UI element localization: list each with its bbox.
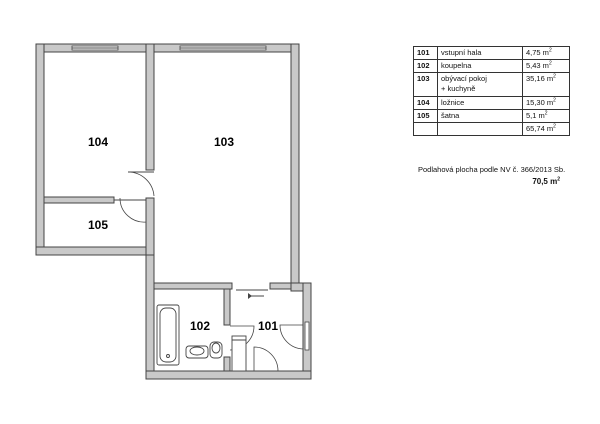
room-area: 5,43 m2 xyxy=(522,59,570,74)
floor-area-note: Podlahová plocha podle NV č. 366/2013 Sb… xyxy=(418,165,566,174)
table-row: 104 ložnice 15,30 m2 xyxy=(413,95,570,110)
room-name: ložnice xyxy=(437,95,523,110)
room-name: vstupní hala xyxy=(437,45,523,61)
table-row: 101 vstupní hala 4,75 m2 xyxy=(413,45,570,61)
room-label-102: 102 xyxy=(190,319,210,333)
room-number: 101 xyxy=(413,45,438,61)
table-row: 103 obývací pokoj+ kuchyně 35,16 m2 xyxy=(413,72,570,97)
room-label-105: 105 xyxy=(88,218,108,232)
room-area: 5,1 m2 xyxy=(522,108,570,123)
bathroom-fixtures xyxy=(156,304,247,372)
floor-area-value: 70,5 m2 xyxy=(532,176,560,186)
room-area: 4,75 m2 xyxy=(522,45,570,61)
room-number: 104 xyxy=(413,95,438,110)
total-spacer xyxy=(413,121,438,136)
room-name: šatna xyxy=(437,108,523,123)
room-label-103: 103 xyxy=(214,135,234,149)
total-area: 65,74 m2 xyxy=(522,121,570,136)
room-number: 102 xyxy=(413,59,438,74)
room-name: koupelna xyxy=(437,59,523,74)
windows xyxy=(71,45,310,351)
table-row: 102 koupelna 5,43 m2 xyxy=(413,59,570,74)
room-label-101: 101 xyxy=(258,319,278,333)
room-area: 15,30 m2 xyxy=(522,95,570,110)
room-area: 35,16 m2 xyxy=(522,72,570,97)
table-row: 105 šatna 5,1 m2 xyxy=(413,108,570,123)
room-label-104: 104 xyxy=(88,135,108,149)
total-spacer xyxy=(437,121,523,136)
room-number: 105 xyxy=(413,108,438,123)
doors xyxy=(114,171,304,372)
room-area-table: 101 vstupní hala 4,75 m2 102 koupelna 5,… xyxy=(413,45,570,136)
room-number: 103 xyxy=(413,72,438,97)
room-name: obývací pokoj+ kuchyně xyxy=(437,72,523,97)
table-row-total: 65,74 m2 xyxy=(413,121,570,136)
